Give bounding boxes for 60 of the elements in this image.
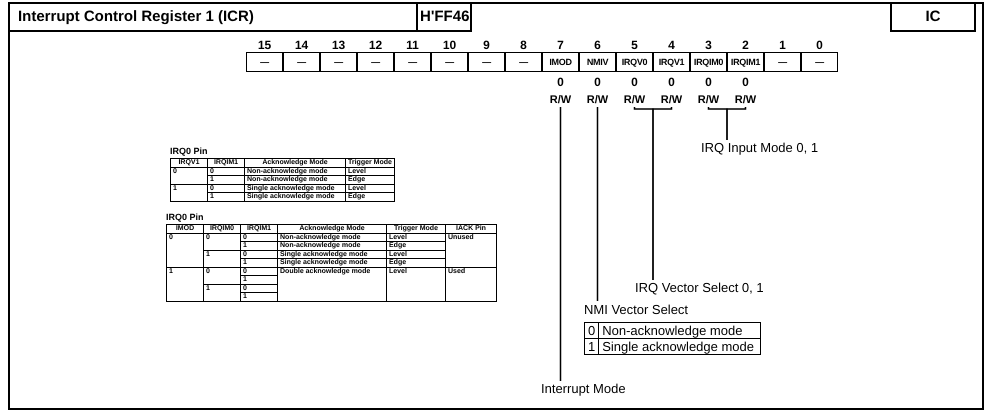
leader-line <box>726 107 746 140</box>
bit-number: 3 <box>705 38 712 52</box>
initial-value: 0 <box>668 75 675 89</box>
table-cell: 1 <box>584 338 599 354</box>
field-description: IRQ Vector Select 0, 1 <box>634 280 765 295</box>
register-bit: — <box>246 52 283 72</box>
register-bit: — <box>320 52 357 72</box>
register-bit: IMOD <box>542 52 579 72</box>
bit-number: 6 <box>594 38 601 52</box>
register-bit: IRQIM1 <box>727 52 764 72</box>
bit-number: 0 <box>816 38 823 52</box>
bit-number: 11 <box>406 38 419 52</box>
table-cell: 0 <box>584 322 599 338</box>
initial-value: 0 <box>742 75 749 89</box>
table-title: IRQ0 Pin <box>170 146 208 156</box>
bit-number: 12 <box>368 38 382 52</box>
register-address: H'FF46 <box>416 2 472 32</box>
initial-value: 0 <box>557 75 564 89</box>
register-bit: — <box>431 52 468 72</box>
leader-line <box>560 107 562 381</box>
register-bit: IRQIM0 <box>690 52 727 72</box>
initial-value: 0 <box>705 75 712 89</box>
register-bit: — <box>357 52 394 72</box>
table-cell: Non-acknowledge mode <box>598 322 761 338</box>
register-bit: — <box>394 52 431 72</box>
leader-line <box>596 107 598 301</box>
bit-number: 8 <box>520 38 527 52</box>
bit-number: 5 <box>631 38 638 52</box>
field-description: Interrupt Mode <box>540 381 627 396</box>
table-title: IRQ0 Pin <box>166 212 204 222</box>
access-label: R/W <box>698 93 720 107</box>
register-bit: — <box>505 52 542 72</box>
bit-number: 13 <box>332 38 346 52</box>
bit-number: 14 <box>294 38 308 52</box>
bit-number: 9 <box>483 38 490 52</box>
bit-number: 1 <box>779 38 786 52</box>
register-bit: — <box>283 52 320 72</box>
bit-number: 15 <box>258 38 272 52</box>
bit-number: 2 <box>742 38 749 52</box>
register-bit: — <box>801 52 838 72</box>
bit-number: 4 <box>668 38 675 52</box>
access-label: R/W <box>624 93 646 107</box>
access-label: R/W <box>660 93 682 107</box>
field-description: IRQ Input Mode 0, 1 <box>700 140 820 155</box>
register-bit: NMIV <box>579 52 616 72</box>
initial-value: 0 <box>594 75 601 89</box>
field-description: NMI Vector Select <box>584 302 688 317</box>
access-label: R/W <box>586 93 608 107</box>
register-bit: IRQV1 <box>653 52 690 72</box>
access-label: R/W <box>550 93 572 107</box>
table-cell: Single acknowledge mode <box>598 338 761 354</box>
register-bit: IRQV0 <box>616 52 653 72</box>
initial-value: 0 <box>631 75 638 89</box>
register-bit: — <box>764 52 801 72</box>
register-bit: — <box>468 52 505 72</box>
module-name: IC <box>890 2 976 32</box>
leader-line <box>652 107 672 280</box>
bit-number: 7 <box>557 38 564 52</box>
bit-number: 10 <box>442 38 456 52</box>
access-label: R/W <box>734 93 756 107</box>
